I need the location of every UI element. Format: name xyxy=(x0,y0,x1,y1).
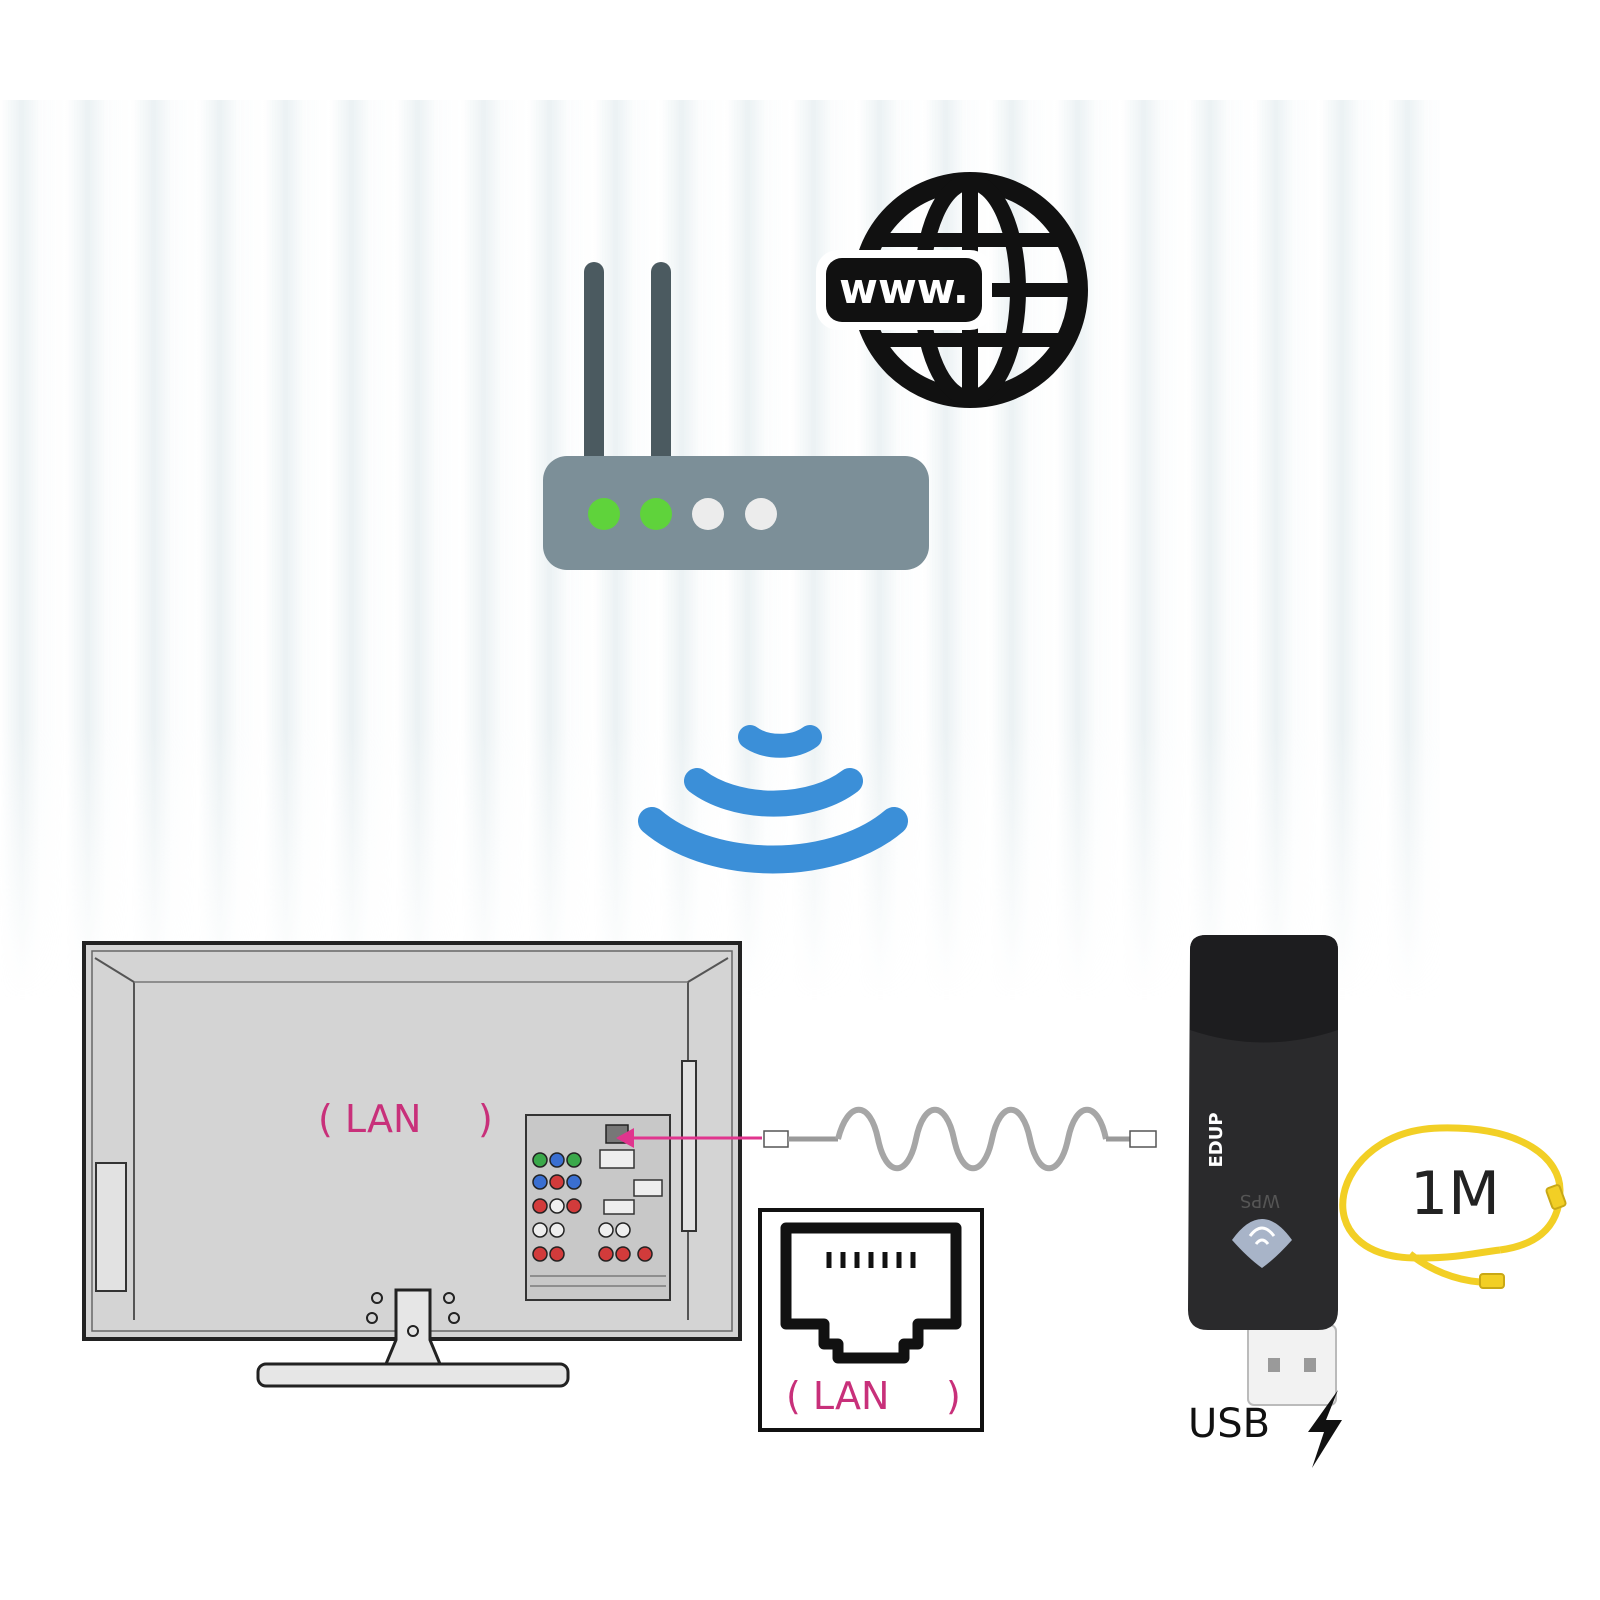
www-label: www. xyxy=(839,264,969,313)
adapter-logo: EDUP xyxy=(1206,1112,1227,1167)
router-led-off xyxy=(745,498,777,530)
rj45-plug xyxy=(1479,1273,1505,1289)
rj45-plug xyxy=(1545,1184,1567,1210)
tv-side-handle xyxy=(95,1162,127,1292)
wifi-adapter: EDUP WPS xyxy=(1188,935,1338,1406)
lan-port-callout: ( LAN ) xyxy=(758,1208,984,1432)
tv-port-panel xyxy=(525,1114,671,1301)
router-led-off xyxy=(692,498,724,530)
tv-back-illustration: ( LAN ) xyxy=(82,941,742,1388)
yellow-ethernet-cable: 1M xyxy=(1339,1124,1567,1289)
usb-connector xyxy=(1247,1324,1337,1406)
router-led-on xyxy=(640,498,672,530)
rj45-plug-right xyxy=(1129,1130,1157,1148)
router-led-on xyxy=(588,498,620,530)
callout-lan-label-open: ( LAN xyxy=(786,1374,889,1418)
rj45-plug-left xyxy=(763,1130,789,1148)
router-body xyxy=(543,456,929,570)
tv-lan-label-close: ) xyxy=(478,1097,493,1141)
wps-button[interactable] xyxy=(1232,1219,1292,1268)
globe-icon: www. xyxy=(816,172,1088,408)
tv-lan-label-open: ( LAN xyxy=(318,1097,421,1141)
router-icon xyxy=(543,262,929,570)
connection-arrow xyxy=(616,1128,762,1148)
adapter-wps-label: WPS xyxy=(1240,1190,1280,1211)
tv-side-slot xyxy=(681,1060,697,1232)
cable-length-label: 1M xyxy=(1410,1159,1500,1229)
tv-av-jacks xyxy=(532,1152,653,1262)
coiled-ethernet-cable xyxy=(763,1106,1157,1172)
wifi-signal-icon xyxy=(638,725,908,874)
callout-lan-label-close: ) xyxy=(946,1374,961,1418)
usb-label: USB xyxy=(1188,1401,1270,1447)
power-bolt-icon xyxy=(1308,1390,1342,1468)
tv-stand xyxy=(256,1288,570,1388)
